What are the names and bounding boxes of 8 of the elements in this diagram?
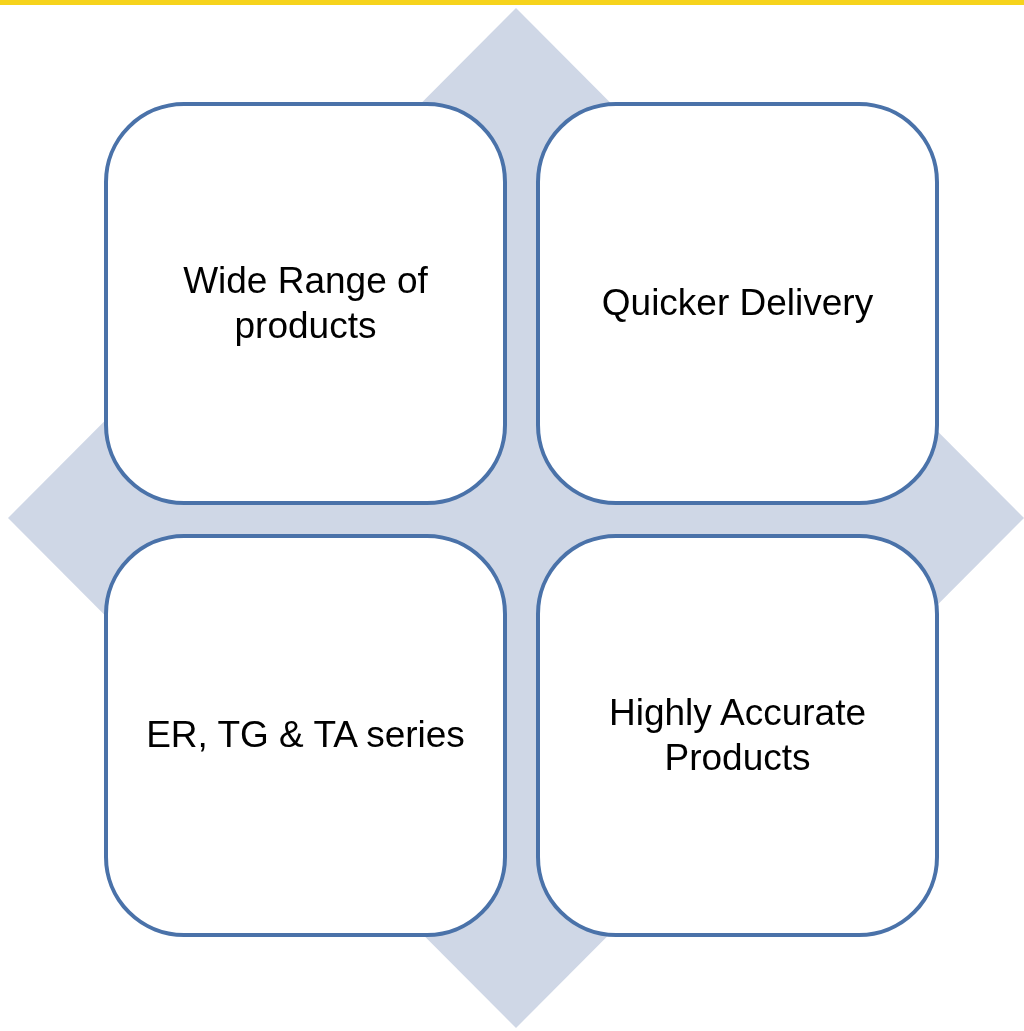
box-text: Highly Accurate Products xyxy=(607,691,868,780)
rounded-box xyxy=(104,102,507,505)
box-text: Wide Range of products xyxy=(182,259,429,348)
rounded-box xyxy=(536,102,939,505)
box-text: Quicker Delivery xyxy=(601,281,874,326)
box-text: ER, TG & TA series xyxy=(146,713,465,758)
rounded-box xyxy=(104,534,507,937)
rounded-box xyxy=(536,534,939,937)
